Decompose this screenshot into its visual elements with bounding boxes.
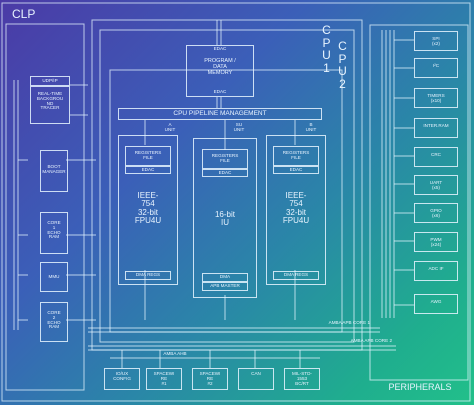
peripheral-block: I²C	[414, 58, 458, 78]
a-registers-file: REGISTERS FILE	[125, 146, 171, 166]
b-fpu-label: IEEE- 754 32-bit FPU4U	[282, 191, 310, 226]
peripheral-block: INTER.RAM	[414, 118, 458, 138]
su-dma-label: DMA	[219, 274, 231, 279]
tracer-label: REAL-TIME BACKGROU ND TRACER	[36, 91, 64, 111]
cpu2-label: CPU2	[338, 39, 348, 91]
apb-core1-label: AMBA APB CORE 1	[328, 320, 370, 325]
memory-label: PROGRAM / DATA MEMORY	[204, 58, 236, 76]
su-registers-label: REGISTERS FILE	[211, 153, 239, 163]
udp-ip-label: UDP/IP	[42, 78, 58, 83]
peripheral-label: UART (x5)	[429, 180, 443, 190]
core1-ram-label: CORE 1 ECHO RAM	[47, 220, 61, 240]
peripheral-label: I²C	[432, 63, 440, 68]
core2-ram-label: CORE 2 ECHO RAM	[47, 310, 61, 330]
su-unit-label: SU UNIT	[233, 122, 245, 132]
mmu-label: MMU	[48, 274, 60, 279]
bottom-block: IO/UX CONFIG	[104, 368, 140, 390]
b-unit-label: B UNIT	[305, 122, 317, 132]
boot-manager-block: BOOT MANAGER	[40, 150, 68, 192]
b-registers-file: REGISTERS FILE	[273, 146, 319, 166]
boot-manager-label: BOOT MANAGER	[42, 164, 66, 174]
a-dma-regs: DMA REGS	[125, 271, 171, 280]
b-unit: REGISTERS FILE EDAC IEEE- 754 32-bit FPU…	[266, 135, 326, 285]
bottom-block: MIL-STD- 1553 BC/RT	[284, 368, 320, 390]
su-dma: DMA	[202, 273, 248, 282]
core2-ram-block: CORE 2 ECHO RAM	[40, 302, 68, 342]
peripheral-label: ADC IF	[428, 266, 444, 271]
a-fpu-label: IEEE- 754 32-bit FPU4U	[134, 191, 162, 226]
peripheral-block: TIMERS (x10)	[414, 88, 458, 108]
peripheral-block: AWG	[414, 294, 458, 314]
su-edac: EDAC	[202, 169, 248, 177]
peripheral-label: TIMERS (x10)	[427, 93, 445, 103]
peripheral-label: PWM (x24)	[430, 237, 442, 247]
bottom-block-label: MIL-STD- 1553 BC/RT	[292, 371, 312, 386]
clp-title: CLP	[12, 7, 36, 21]
peripherals-title: PERIPHERALS	[388, 382, 452, 392]
peripheral-block: ADC IF	[414, 261, 458, 281]
udp-ip-block: UDP/IP	[30, 76, 70, 86]
apb-core2-label: AMBA APB CORE 2	[350, 338, 392, 343]
peripheral-block: SPI (x2)	[414, 31, 458, 51]
bottom-block: SPACEWI RE #1	[146, 368, 182, 390]
peripheral-block: PWM (x24)	[414, 232, 458, 252]
su-apb-label: APB MASTER	[210, 283, 240, 288]
peripheral-label: GPIO (x6)	[430, 208, 442, 218]
peripheral-label: AWG	[430, 299, 442, 304]
peripheral-block: GPIO (x6)	[414, 203, 458, 223]
peripheral-label: CRC	[431, 152, 441, 157]
memory-edac-top: EDAC	[213, 46, 227, 51]
core1-ram-block: CORE 1 ECHO RAM	[40, 212, 68, 254]
a-edac-label: EDAC	[141, 167, 155, 172]
su-apb-master: APB MASTER	[202, 282, 248, 291]
a-dma-label: DMA REGS	[135, 272, 161, 277]
b-registers-label: REGISTERS FILE	[282, 150, 310, 160]
peripheral-label: INTER.RAM	[423, 123, 449, 128]
su-unit: REGISTERS FILE EDAC 16-bit IU DMA APB MA…	[193, 138, 257, 298]
mmu-block: MMU	[40, 262, 68, 292]
a-unit-label: A UNIT	[164, 122, 176, 132]
pipeline-label: CPU PIPELINE MANAGEMENT	[173, 110, 267, 117]
bottom-block-label: SPACEWI RE #1	[153, 371, 175, 386]
b-edac-label: EDAC	[289, 167, 303, 172]
tracer-block: REAL-TIME BACKGROU ND TRACER	[30, 86, 70, 124]
bottom-block-label: CAN	[251, 371, 261, 376]
a-registers-label: REGISTERS FILE	[134, 150, 162, 160]
bottom-block: CAN	[238, 368, 274, 390]
b-edac: EDAC	[273, 166, 319, 174]
a-unit: REGISTERS FILE EDAC IEEE- 754 32-bit FPU…	[118, 135, 178, 285]
memory-edac-bottom: EDAC	[213, 89, 227, 94]
ahb-label: AMBA AHB	[163, 351, 187, 356]
b-dma-regs: DMA REGS	[273, 271, 319, 280]
peripheral-label: SPI (x2)	[432, 36, 440, 46]
bottom-block-label: IO/UX CONFIG	[113, 371, 131, 381]
peripheral-block: CRC	[414, 147, 458, 167]
su-iu-label: 16-bit IU	[214, 210, 235, 228]
a-edac: EDAC	[125, 166, 171, 174]
pipeline-management: CPU PIPELINE MANAGEMENT	[118, 108, 322, 120]
cpu1-label: CPU1	[322, 23, 332, 75]
program-data-memory: EDAC PROGRAM / DATA MEMORY EDAC	[186, 45, 254, 97]
su-registers-file: REGISTERS FILE	[202, 149, 248, 169]
peripheral-block: UART (x5)	[414, 175, 458, 195]
b-dma-label: DMA REGS	[283, 272, 309, 277]
bottom-block-label: SPACEWI RE #2	[199, 371, 221, 386]
bottom-block: SPACEWI RE #2	[192, 368, 228, 390]
su-edac-label: EDAC	[218, 170, 232, 175]
